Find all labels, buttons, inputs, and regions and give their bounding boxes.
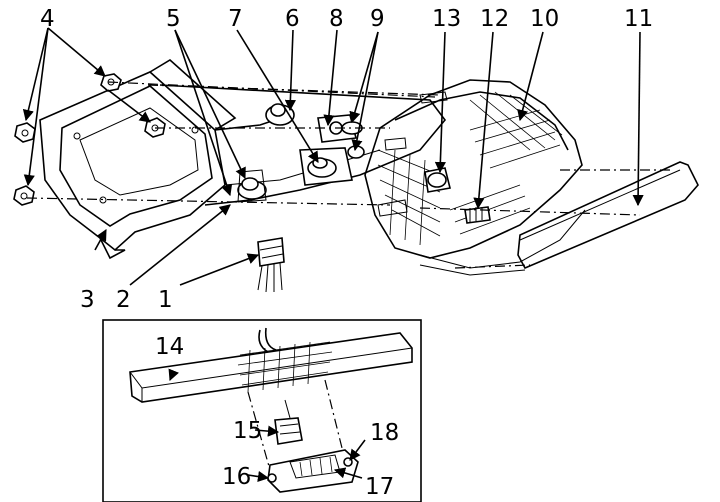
callout-11: 11: [624, 6, 653, 32]
callout-17: 17: [365, 474, 394, 500]
callout-8: 8: [329, 6, 344, 32]
bulb-socket-13: [424, 167, 451, 193]
callout-7: 7: [228, 6, 243, 32]
lamp-bracket: [39, 59, 237, 260]
alignment-lines: [26, 81, 670, 269]
callout-2: 2: [116, 287, 131, 313]
nut-left-lower: [13, 185, 35, 206]
callout-9: 9: [370, 6, 385, 32]
nut-left-upper: [14, 122, 36, 143]
leader-lines: [22, 27, 644, 286]
callout-14: 14: [155, 334, 184, 360]
callout-12: 12: [480, 6, 509, 32]
callout-16: 16: [222, 464, 251, 490]
callout-18: 18: [370, 420, 399, 446]
garnish-strip: [517, 161, 699, 270]
callout-1: 1: [158, 287, 173, 313]
callout-5: 5: [166, 6, 181, 32]
callout-10: 10: [530, 6, 559, 32]
callout-labels: 4 5 7 6 8 9 13 12 10 11 3 2 1 14 15 18 1…: [40, 6, 653, 500]
harness-connector-1: [257, 237, 285, 293]
bulb-socket-7: [299, 147, 353, 186]
callout-15: 15: [233, 418, 262, 444]
license-lamp-lens: [267, 449, 359, 493]
lamp-lens: [364, 79, 586, 276]
callout-3: 3: [80, 287, 95, 313]
inset-license-lamp: [102, 319, 422, 502]
callout-4: 4: [40, 6, 55, 32]
lamp-panel: [159, 84, 447, 206]
bulb-socket-15: [274, 399, 303, 445]
callout-6: 6: [285, 6, 300, 32]
bulb-socket-5: [237, 169, 267, 203]
callout-13: 13: [432, 6, 461, 32]
